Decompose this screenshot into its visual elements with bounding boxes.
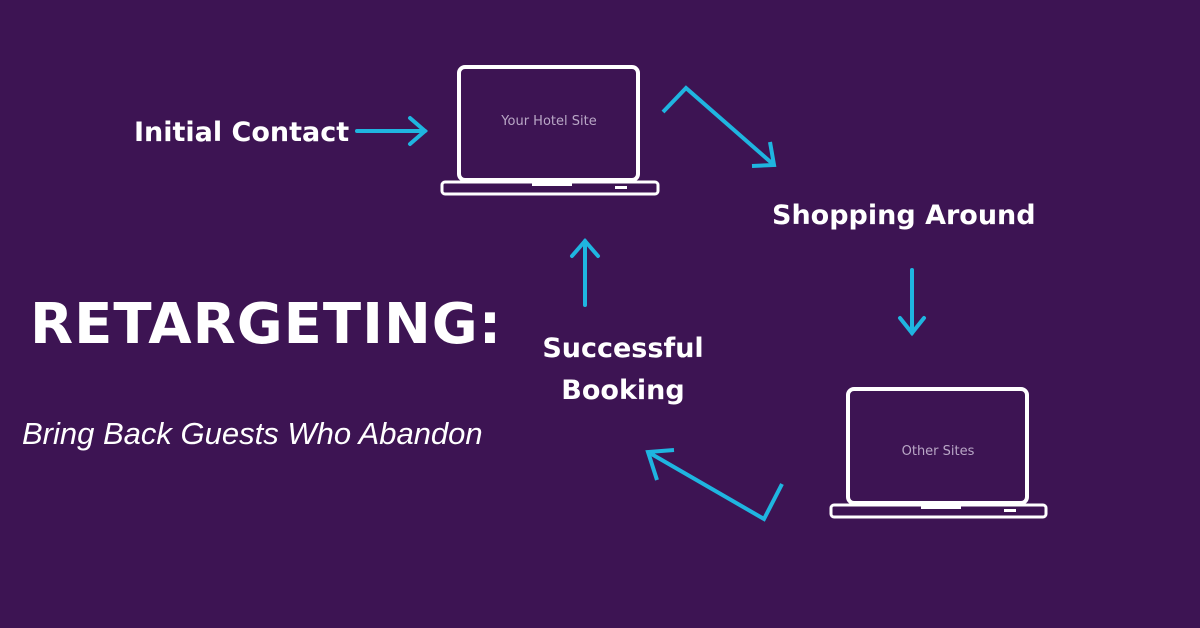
initial-contact-label: Initial Contact bbox=[134, 117, 350, 148]
hotel-site-screen-label: Your Hotel Site bbox=[501, 114, 597, 129]
arrow-other-to-booking-icon bbox=[645, 448, 784, 522]
successful-booking-label: Successful Booking bbox=[542, 333, 703, 408]
shopping-around-label: Shopping Around bbox=[772, 200, 1036, 231]
arrow-shopping-to-other-icon bbox=[898, 268, 926, 337]
other-sites-laptop-icon bbox=[829, 387, 1048, 519]
successful-booking-line2: Booking bbox=[561, 375, 685, 407]
other-sites-screen-label: Other Sites bbox=[901, 444, 975, 459]
successful-booking-line1: Successful bbox=[542, 333, 704, 364]
page-title: RETARGETING: bbox=[30, 292, 503, 357]
arrow-booking-to-hotel-icon bbox=[570, 237, 600, 307]
hotel-site-laptop-icon bbox=[440, 65, 660, 196]
arrow-hotel-to-shopping-icon bbox=[661, 85, 777, 168]
page-subtitle: Bring Back Guests Who Abandon bbox=[22, 416, 483, 451]
arrow-initial-to-hotel-icon bbox=[355, 116, 429, 146]
